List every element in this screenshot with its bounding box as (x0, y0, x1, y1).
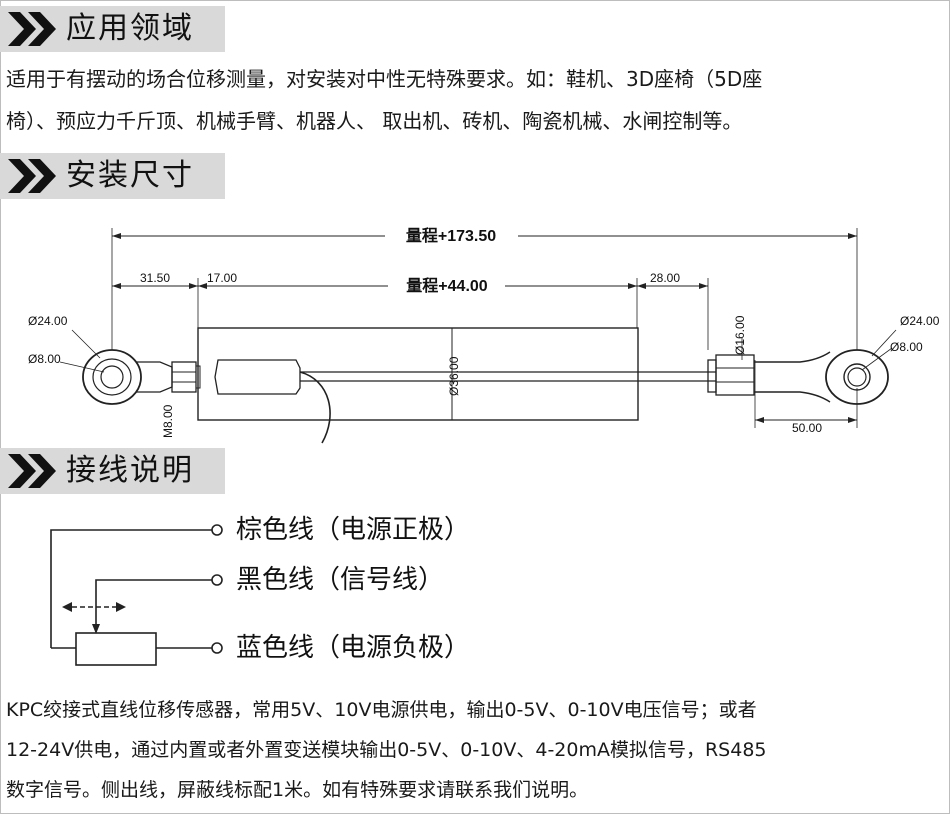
double-chevron-icon (8, 159, 56, 193)
range-stroke-label: 量程+44.00 (406, 277, 487, 295)
description-line-3: 数字信号。侧出线，屏蔽线标配1米。如有特殊要求请联系我们说明。 (6, 779, 589, 801)
section-title: 安装尺寸 (66, 158, 194, 193)
dia-24-right: Ø24.00 (900, 314, 940, 328)
section-header-wiring: 接线说明 (0, 448, 225, 494)
dia-8-right: Ø8.00 (890, 340, 923, 354)
thread-m8: M8.00 (161, 404, 175, 438)
dim-28-00: 28.00 (650, 271, 680, 285)
description-line-1: KPC绞接式直线位移传感器，常用5V、10V电源供电，输出0-5V、0-10V电… (6, 699, 757, 721)
application-text-line-1: 适用于有摆动的场合位移测量，对安装对中性无特殊要求。如：鞋机、3D座椅（5D座 (6, 67, 763, 91)
dim-50-00: 50.00 (792, 421, 822, 435)
section-header-application: 应用领域 (0, 6, 225, 52)
section-title: 接线说明 (66, 453, 194, 488)
description-line-2: 12-24V供电，通过内置或者外置变送模块输出0-5V、0-10V、4-20mA… (6, 739, 767, 761)
wire-label-black: 黑色线（信号线） (236, 565, 445, 595)
application-text-line-2: 椅）、预应力千斤顶、机械手臂、机器人、 取出机、砖机、陶瓷机械、水闸控制等。 (6, 109, 743, 133)
dim-31-50: 31.50 (140, 271, 170, 285)
dia-36: Ø36.00 (447, 356, 461, 396)
wire-label-blue: 蓝色线（电源负极） (236, 633, 471, 663)
wire-label-brown: 棕色线（电源正极） (236, 515, 471, 545)
dia-24-left: Ø24.00 (28, 314, 68, 328)
wiring-diagram (50, 524, 223, 666)
section-title: 应用领域 (66, 11, 194, 46)
dia-16: Ø16.00 (733, 315, 747, 355)
installation-dimension-drawing: 量程+173.50 量程+44.00 31.50 17.00 28.00 50.… (28, 227, 940, 444)
double-chevron-icon (8, 12, 56, 46)
dim-17-00: 17.00 (207, 271, 237, 285)
dia-8-left: Ø8.00 (28, 352, 61, 366)
section-header-dimensions: 安装尺寸 (0, 153, 225, 199)
double-chevron-icon (8, 454, 56, 488)
range-total-label: 量程+173.50 (406, 227, 496, 245)
